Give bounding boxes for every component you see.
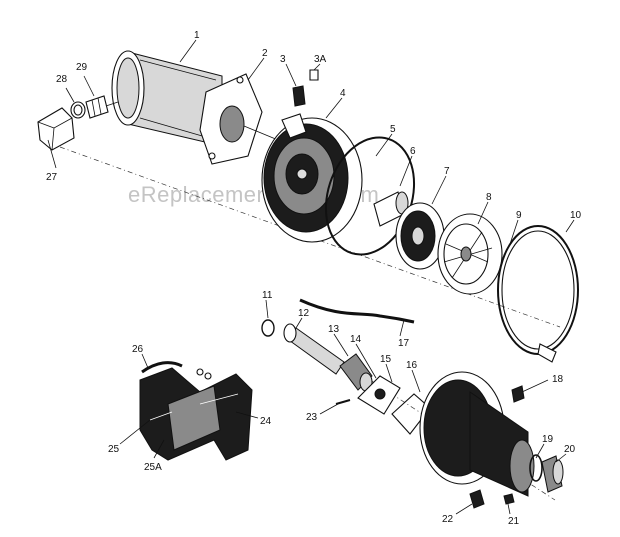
callout-16: 16 [406, 360, 418, 371]
callout-3: 3 [280, 54, 286, 65]
callout-3a: 3A [314, 54, 327, 65]
callout-7: 7 [444, 166, 450, 177]
part-20-outlet [541, 455, 564, 493]
callout-25a: 25A [144, 462, 162, 473]
part-27-cover [37, 107, 75, 151]
part-2-flange [199, 73, 279, 165]
callout-29: 29 [76, 62, 88, 73]
part-26-washer [196, 368, 204, 376]
callout-11: 11 [262, 290, 273, 301]
callout-23: 23 [306, 412, 318, 423]
callout-10: 10 [570, 210, 582, 221]
part-23-screw [335, 399, 351, 405]
callout-25: 25 [108, 444, 120, 455]
callout-17: 17 [398, 338, 410, 349]
callout-6: 6 [410, 146, 416, 157]
callout-18: 18 [552, 374, 564, 385]
callout-27: 27 [46, 172, 58, 183]
callout-14: 14 [350, 334, 362, 345]
part-16-volute [419, 371, 535, 497]
callout-15: 15 [380, 354, 392, 365]
callout-12: 12 [298, 308, 310, 319]
part-1-motor [105, 50, 223, 147]
part-11-ring [261, 319, 275, 337]
callout-9: 9 [516, 210, 522, 221]
leader-lines [47, 39, 575, 515]
part-12-pipe [283, 323, 345, 375]
callout-28: 28 [56, 74, 68, 85]
part-7-impeller [395, 202, 445, 270]
callout-8: 8 [486, 192, 492, 203]
part-19-oring [529, 454, 543, 482]
part-13-valve [339, 353, 373, 392]
part-18-plug [511, 385, 525, 403]
callout-26: 26 [132, 344, 144, 355]
callout-2: 2 [262, 48, 268, 59]
part-22-drain-plug [469, 489, 485, 509]
callout-5: 5 [390, 124, 396, 135]
part-28-oring [70, 101, 86, 119]
part-21-drain-plug [503, 493, 515, 505]
part-24-base [139, 367, 253, 461]
callout-1: 1 [194, 30, 200, 41]
part-17-tube [299, 298, 415, 324]
callout-22: 22 [442, 514, 454, 525]
part-3a-plug [309, 69, 319, 81]
part-29-fitting [85, 95, 109, 119]
callout-4: 4 [340, 88, 346, 99]
part-8-diffuser [437, 213, 503, 295]
callout-labels: 1 2 3 3A 4 5 6 7 8 9 10 11 12 13 14 15 1… [46, 30, 582, 527]
part-14-plate [357, 375, 401, 415]
part-26-clip [141, 361, 183, 374]
callout-21: 21 [508, 516, 520, 527]
part-26-nut [204, 372, 212, 380]
callout-24: 24 [260, 416, 272, 427]
part-4-housing [261, 113, 363, 243]
part-3-plug [292, 85, 306, 107]
part-10-clamp-band [497, 225, 579, 363]
callout-20: 20 [564, 444, 576, 455]
callout-19: 19 [542, 434, 554, 445]
callout-13: 13 [328, 324, 340, 335]
